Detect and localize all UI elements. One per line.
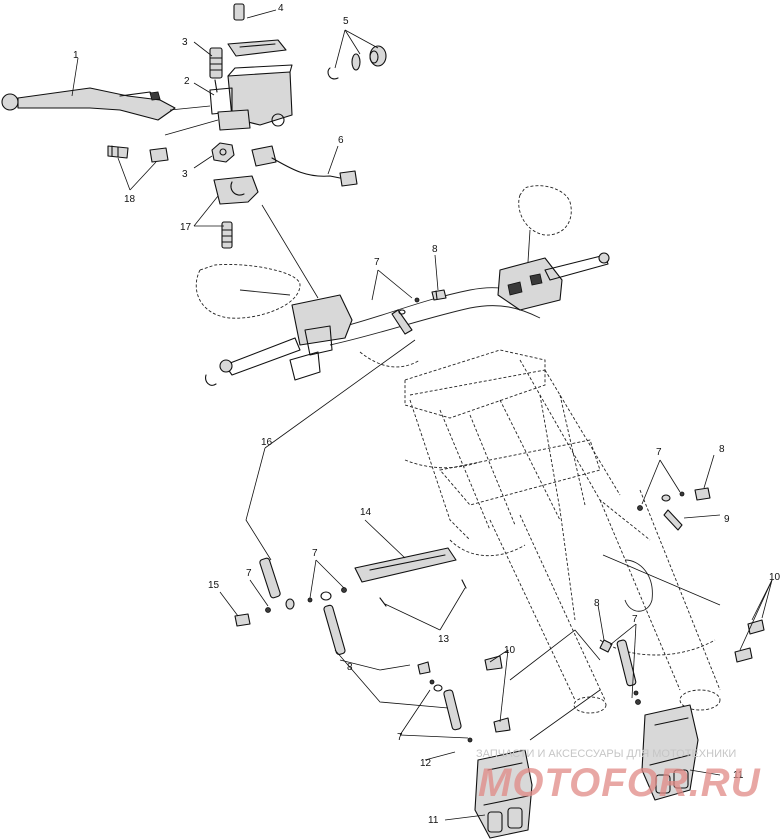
callout-13: 13 [438, 634, 450, 645]
hardware-lower-left [417, 655, 511, 743]
callout-7-lower-left: 7 [397, 732, 403, 743]
part-14-cable-bracket [354, 547, 467, 607]
watermark: ЗАПЧАСТИ И АКСЕССУАРЫ ДЛЯ МОТОТЕХНИКИ MO… [476, 748, 761, 805]
callout-8-center: 8 [594, 598, 600, 609]
part-4-reservoir-cap [227, 3, 287, 57]
frame-ghost [329, 287, 721, 714]
hardware-upper [391, 289, 447, 335]
callout-2: 2 [184, 76, 190, 87]
callout-10-right: 10 [769, 572, 781, 583]
callout-7-lower-right: 7 [632, 614, 638, 625]
callout-7-top: 7 [374, 257, 380, 268]
right-lever-assembly [497, 252, 610, 311]
part-11-caliper-left [474, 749, 533, 839]
hardware-left [234, 557, 347, 655]
callout-5: 5 [343, 16, 349, 27]
callout-8-right: 8 [719, 444, 725, 455]
callout-7-far-left: 7 [246, 568, 252, 579]
callout-8-lower: 8 [347, 662, 353, 673]
callout-7-right: 7 [656, 447, 662, 458]
part-18-bolt-nut [107, 145, 169, 163]
watermark-logo: MOTOFOR.RU [478, 761, 761, 805]
right-mirror-ghost [518, 185, 572, 263]
callout-16: 16 [261, 437, 273, 448]
part-5-clip-boot [327, 45, 387, 80]
part-6-brake-switch [251, 145, 358, 187]
callout-12: 12 [420, 758, 432, 769]
part-3-bolt-upper [209, 47, 223, 93]
part-11-caliper-right [641, 704, 699, 801]
callout-8-top: 8 [432, 244, 438, 255]
callout-6: 6 [338, 135, 344, 146]
callout-labels: 1 2 3 3 4 5 6 7 7 7 7 7 7 8 8 8 8 9 10 1… [73, 3, 781, 826]
part-1-brake-lever [1, 87, 176, 121]
callout-3-lower: 3 [182, 169, 188, 180]
callout-7-mid-left: 7 [312, 548, 318, 559]
hardware-lower-right [599, 639, 641, 705]
callout-17: 17 [180, 222, 192, 233]
part-17-clamp [213, 175, 259, 249]
callout-9: 9 [724, 514, 730, 525]
part-2-master-cylinder [164, 64, 293, 136]
callout-10-lower: 10 [504, 645, 516, 656]
callout-14: 14 [360, 507, 372, 518]
callout-4: 4 [278, 3, 284, 14]
callout-18: 18 [124, 194, 136, 205]
callout-15: 15 [208, 580, 220, 591]
part-3-nut [211, 142, 235, 163]
left-brake-assembly [205, 294, 353, 386]
leader-lines [71, 9, 773, 821]
callout-11-left: 11 [428, 815, 439, 826]
leader-17-to-assembly [261, 204, 319, 299]
hardware-right [637, 487, 765, 663]
callout-3-upper: 3 [182, 37, 188, 48]
watermark-tagline: ЗАПЧАСТИ И АКСЕССУАРЫ ДЛЯ МОТОТЕХНИКИ [476, 748, 736, 760]
left-mirror-ghost [195, 264, 301, 319]
callout-11-right: 11 [733, 770, 744, 781]
callout-1: 1 [73, 50, 79, 61]
